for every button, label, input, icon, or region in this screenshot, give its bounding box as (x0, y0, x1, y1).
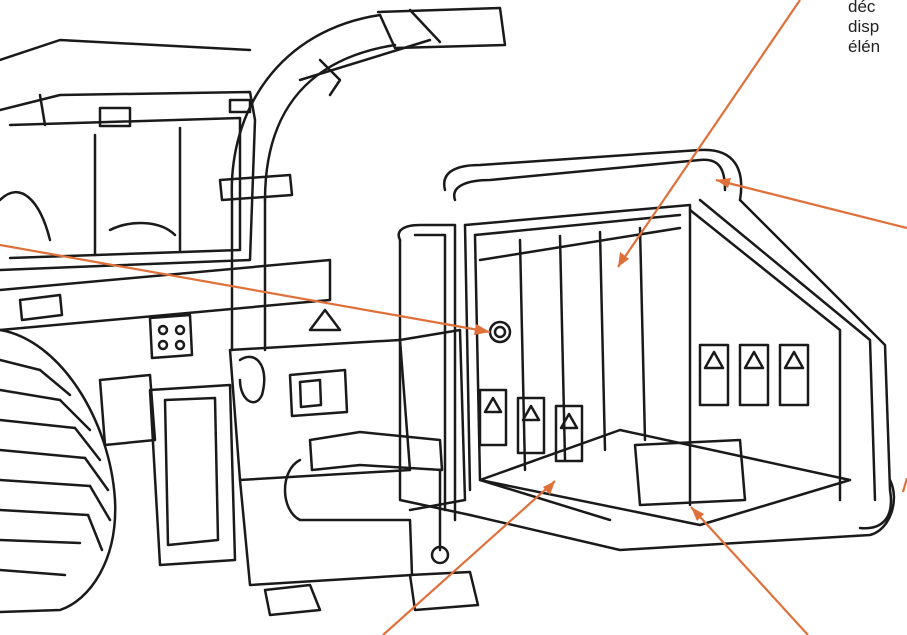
discharge-chute (218, 6, 507, 352)
warning-decal-right-3 (778, 343, 810, 407)
warning-decal-left-1 (478, 388, 508, 447)
warning-decal-left-2 (516, 396, 546, 455)
callout-arrowheads (474, 178, 731, 521)
tractor-cab (0, 38, 257, 272)
callout-emergency-button (0, 243, 491, 334)
caption-line-2: disp (848, 17, 880, 36)
decals-left-panel (478, 388, 584, 463)
warning-decal-right-1 (698, 343, 730, 407)
tractor-wheel (0, 328, 117, 614)
callout-hopper-curtain (617, 0, 801, 268)
caption-line-3: élén (848, 37, 881, 56)
chipper-body (98, 308, 480, 617)
cropped-caption: déc disp élén (848, 0, 907, 57)
caption-line-1: déc (848, 0, 876, 16)
warning-decal-right-2 (738, 343, 770, 407)
callout-right-edge (901, 477, 907, 493)
warning-decal-left-3 (554, 404, 584, 463)
callout-warning-decals (382, 480, 556, 635)
infeed-hopper (397, 148, 896, 552)
callout-feed-table (690, 506, 809, 635)
callout-safety-bar (715, 178, 907, 230)
decals-right-panel (698, 343, 810, 407)
